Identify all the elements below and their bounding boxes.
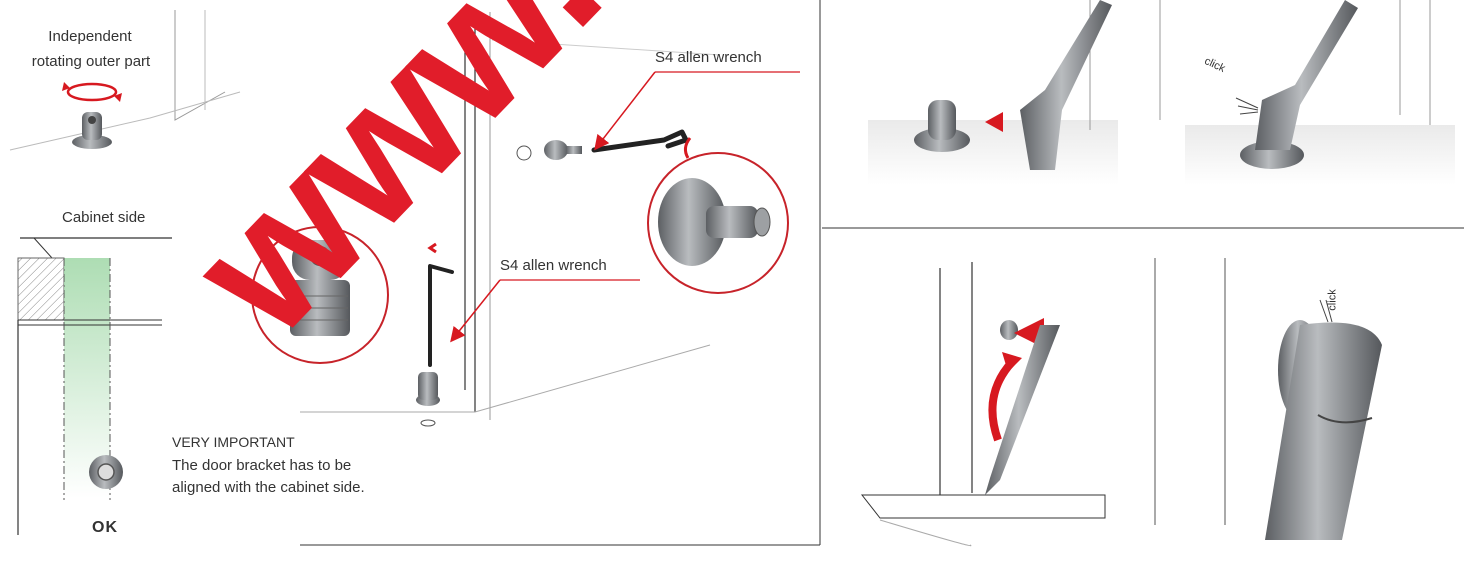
label-ok: OK bbox=[92, 519, 118, 536]
step2-strut-icon bbox=[1255, 0, 1358, 150]
step3-rotate-arrow-icon bbox=[988, 359, 1016, 442]
label-very-important: VERY IMPORTANT bbox=[172, 434, 295, 450]
label-wrench-bottom: S4 allen wrench bbox=[500, 257, 607, 274]
step1-bracket-icon bbox=[928, 100, 956, 140]
rotate-arrow-icon bbox=[66, 82, 118, 102]
label-independent-2: rotating outer part bbox=[31, 53, 151, 70]
wrench-bottom-icon bbox=[428, 264, 454, 367]
panel-rotating-part bbox=[9, 10, 241, 151]
step4-strut-icon bbox=[1265, 322, 1382, 540]
label-wrench-top: S4 allen wrench bbox=[655, 49, 762, 66]
step1-arrow-icon bbox=[985, 112, 1003, 132]
panel-attach-bottom bbox=[860, 258, 1382, 547]
panel-attach-top bbox=[822, 0, 1464, 229]
label-cabinet-side: Cabinet side bbox=[62, 209, 146, 226]
top-bracket-icon bbox=[544, 140, 568, 160]
panel-alignment bbox=[17, 237, 172, 535]
wrench-top-icon bbox=[591, 129, 689, 153]
label-independent-1: Independent bbox=[48, 28, 132, 45]
panel-installation bbox=[251, 0, 821, 546]
label-note-2: aligned with the cabinet side. bbox=[172, 479, 365, 496]
bracket-icon bbox=[82, 112, 102, 140]
bottom-bracket-icon bbox=[418, 372, 438, 400]
step3-strut-icon bbox=[985, 325, 1060, 495]
label-click-bottom: click bbox=[1326, 289, 1339, 311]
step1-strut-icon bbox=[1020, 0, 1112, 170]
label-note-1: The door bracket has to be bbox=[172, 457, 352, 474]
step3-bracket-icon bbox=[1000, 320, 1018, 340]
